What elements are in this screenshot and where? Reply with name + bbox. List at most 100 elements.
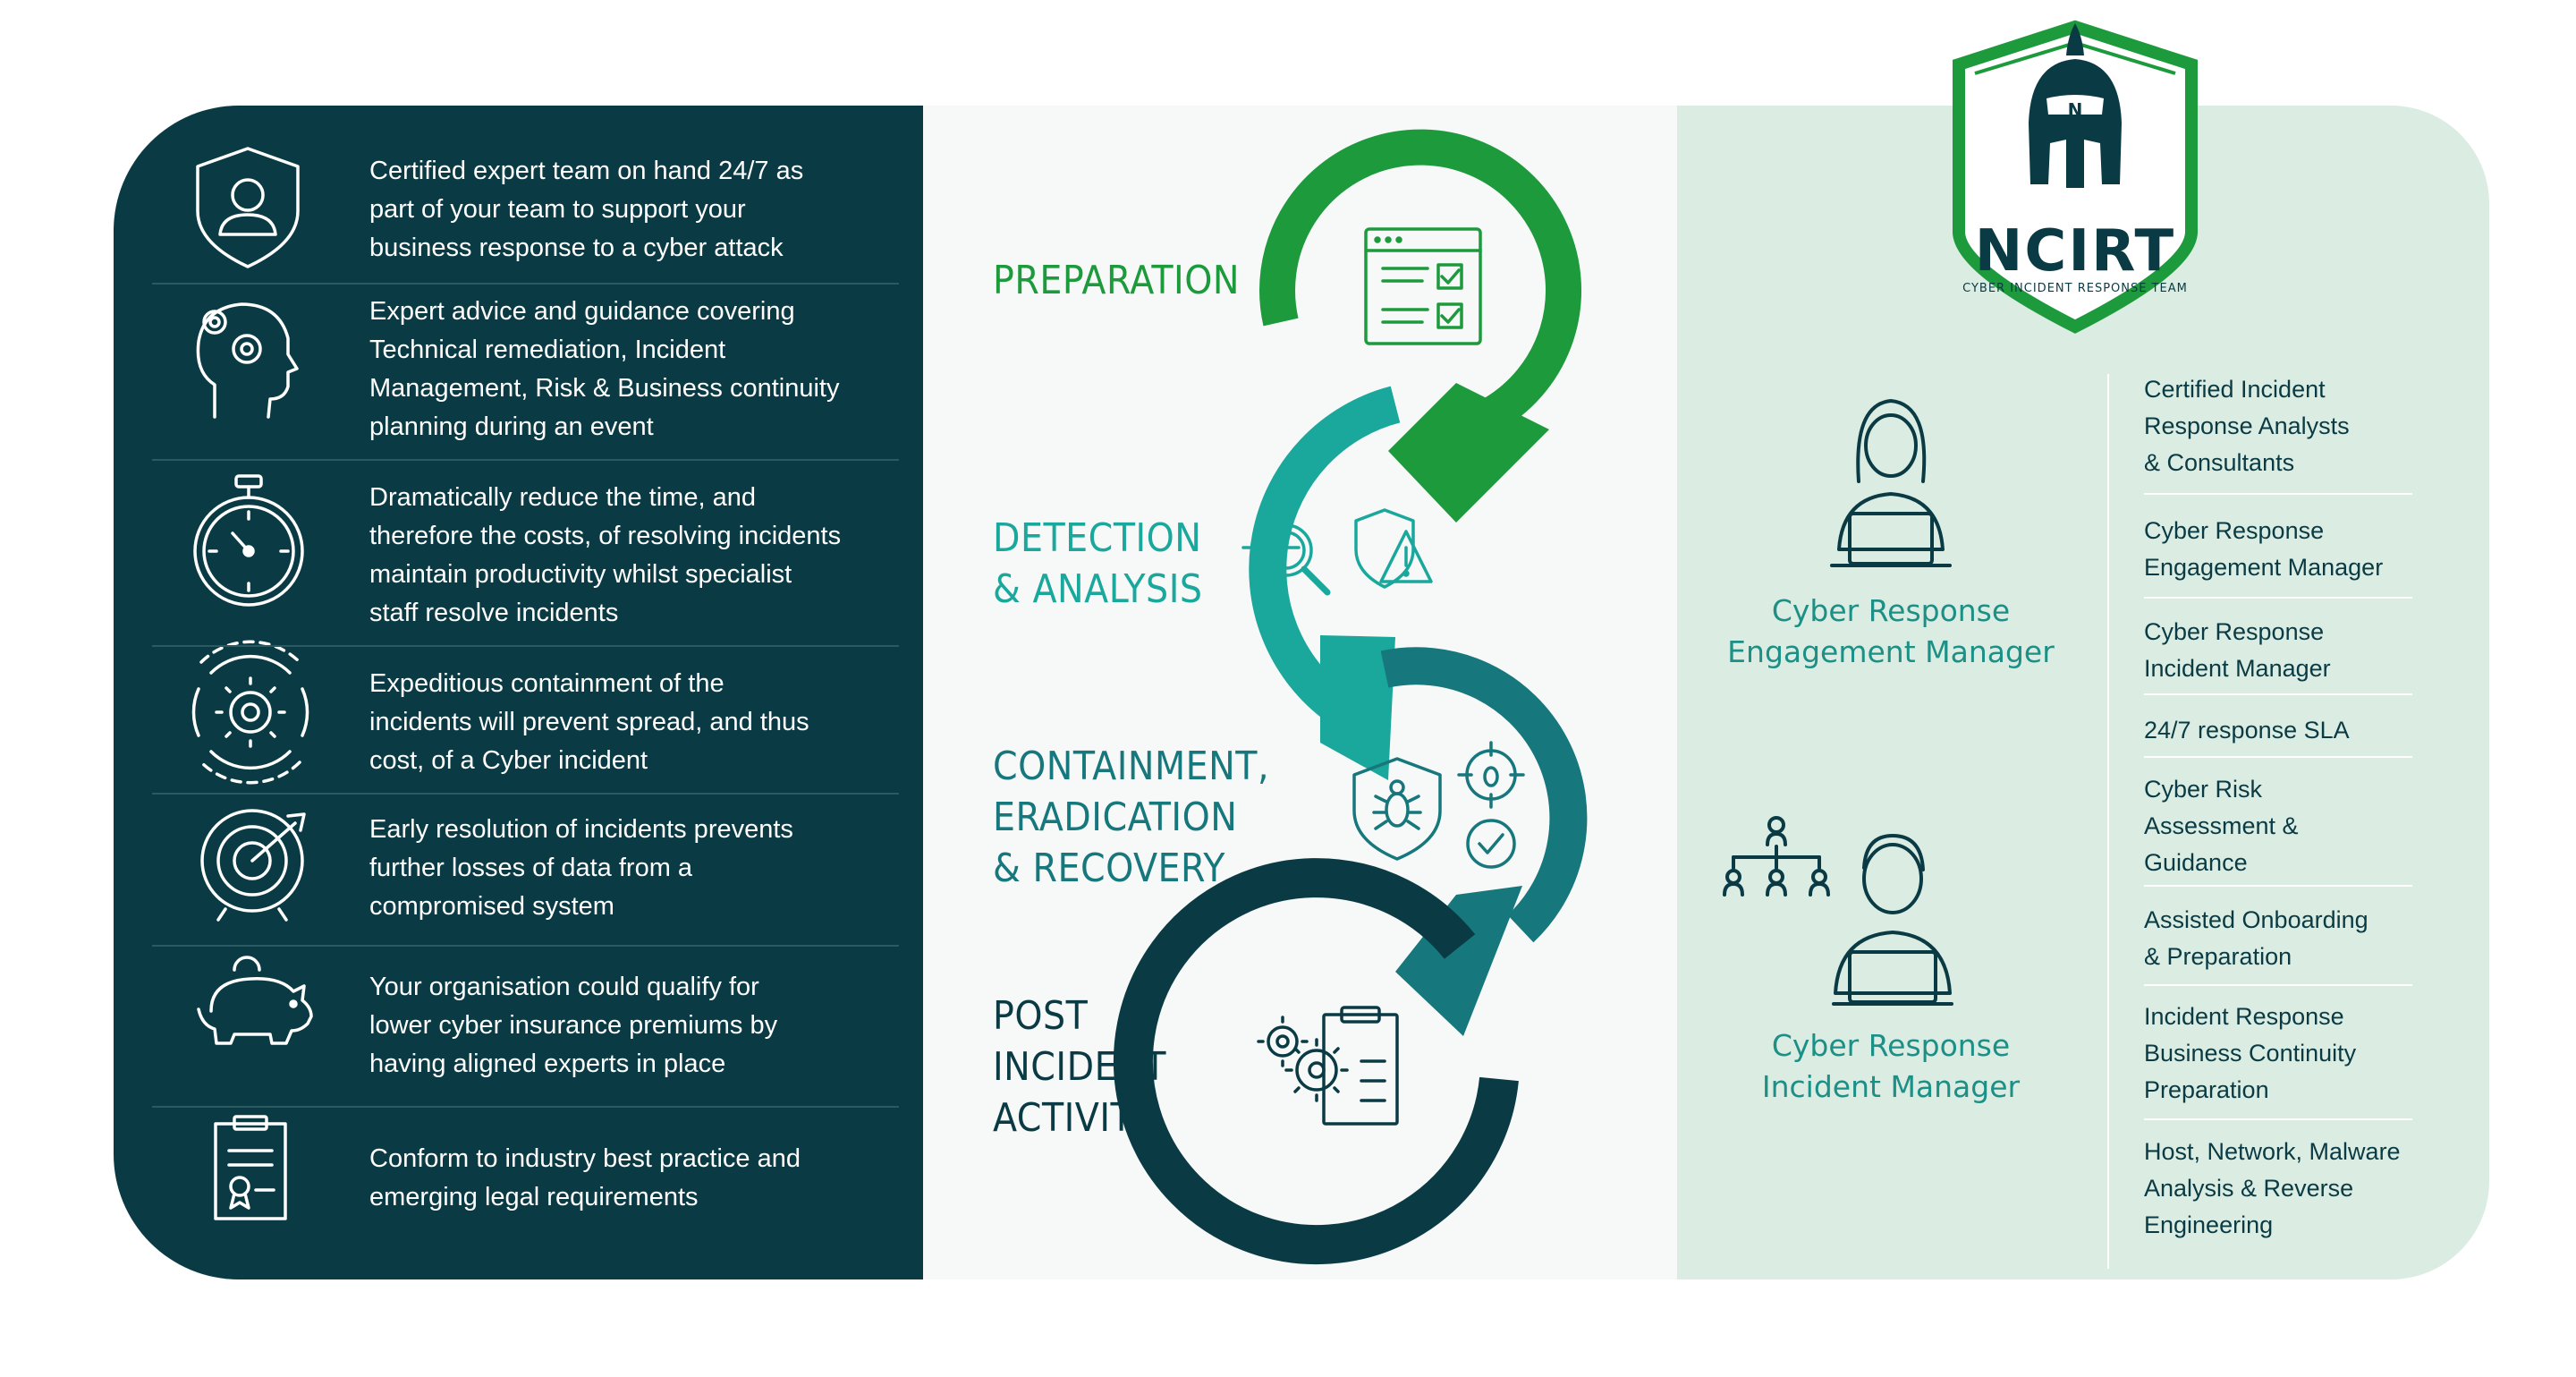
logo-tagline: CYBER INCIDENT RESPONSE TEAM [1962, 282, 2188, 295]
benefit-line: Your organisation could qualify for [369, 973, 759, 1001]
divider [2144, 756, 2412, 758]
divider [152, 459, 899, 461]
divider [2144, 885, 2412, 887]
service-line: Response Analysts [2144, 412, 2350, 439]
benefit-text: Expert advice and guidance covering Tech… [369, 293, 897, 446]
divider [152, 645, 899, 647]
containment-arrow [1380, 647, 1588, 1036]
services-divider [2107, 374, 2109, 1269]
role-label: Incident Manager [1761, 1069, 2021, 1104]
benefit-line: cost, of a Cyber incident [369, 746, 648, 775]
service-line: Incident Manager [2144, 655, 2331, 682]
target-arrow-icon [200, 809, 306, 922]
man-laptop-hierarchy-icon [1723, 816, 1953, 1006]
benefit-line: Certified expert team on hand 24/7 as [369, 157, 804, 185]
service-line: & Consultants [2144, 449, 2295, 476]
phase-label: DETECTION [993, 515, 1202, 561]
divider [2144, 1118, 2412, 1120]
benefit-line: Expeditious containment of the [369, 669, 724, 698]
phase-label: INCIDENT [993, 1044, 1166, 1090]
head-gears-icon [196, 302, 299, 419]
benefit-line: planning during an event [369, 412, 654, 441]
role-label: Cyber Response [1771, 1028, 2011, 1063]
benefit-text: Early resolution of incidents prevents f… [369, 811, 897, 926]
ncirt-logo: N NCIRT CYBER INCIDENT RESPONSE TEAM [1953, 20, 2198, 334]
service-item: Cyber Response Engagement Manager [2144, 513, 2412, 586]
service-line: Incident Response [2144, 1003, 2344, 1030]
service-line: Assisted Onboarding [2144, 906, 2368, 933]
benefit-line: therefore the costs, of resolving incide… [369, 522, 842, 550]
magnifier-alert-icon [1241, 508, 1433, 596]
service-line: & Preparation [2144, 943, 2292, 970]
benefit-line: Conform to industry best practice and [369, 1144, 801, 1173]
service-item: Cyber Risk Assessment & Guidance [2144, 771, 2412, 881]
benefit-line: Technical remediation, Incident [369, 336, 726, 364]
benefit-line: Expert advice and guidance covering [369, 297, 795, 326]
benefit-line: having aligned experts in place [369, 1050, 726, 1078]
phase-label: & ANALYSIS [993, 566, 1203, 612]
benefit-line: emerging legal requirements [369, 1183, 699, 1211]
containment-gear-icon [191, 640, 309, 785]
phase-containment: CONTAINMENT, ERADICATION & RECOVERY [993, 741, 1269, 894]
role-label: Engagement Manager [1727, 634, 2055, 669]
certificate-icon [214, 1115, 287, 1220]
logo-wordmark: NCIRT [1975, 218, 2175, 285]
divider [152, 945, 899, 947]
benefit-line: lower cyber insurance premiums by [369, 1011, 778, 1040]
service-line: Engineering [2144, 1211, 2274, 1238]
shield-user-icon [196, 147, 300, 268]
role-engagement-manager: Cyber Response Engagement Manager [1703, 591, 2079, 673]
service-item: 24/7 response SLA [2144, 712, 2412, 749]
divider [2144, 693, 2412, 695]
service-line: Cyber Response [2144, 618, 2325, 645]
detection-arrow [1249, 386, 1401, 780]
benefit-line: business response to a cyber attack [369, 234, 784, 262]
preparation-arrow [1259, 129, 1582, 523]
role-incident-manager: Cyber Response Incident Manager [1703, 1025, 2079, 1108]
divider [152, 793, 899, 795]
benefit-line: compromised system [369, 892, 614, 921]
stopwatch-icon [193, 474, 304, 607]
phase-label: ERADICATION [993, 795, 1238, 840]
post-incident-arrow [1114, 858, 1519, 1265]
benefit-line: staff resolve incidents [369, 599, 619, 627]
service-line: Host, Network, Malware [2144, 1138, 2401, 1165]
service-line: Assessment & [2144, 812, 2299, 839]
phase-label: POST [993, 993, 1089, 1039]
service-item: Assisted Onboarding & Preparation [2144, 902, 2412, 975]
phase-label: PREPARATION [993, 258, 1240, 303]
divider [2144, 597, 2412, 599]
service-line: Engagement Manager [2144, 554, 2384, 581]
service-line: Cyber Response [2144, 517, 2325, 544]
role-label: Cyber Response [1771, 593, 2011, 628]
service-line: Business Continuity [2144, 1040, 2357, 1067]
benefit-icons [191, 147, 313, 1220]
benefit-text: Dramatically reduce the time, and theref… [369, 479, 897, 633]
benefit-text: Expeditious containment of the incidents… [369, 665, 897, 780]
benefit-line: part of your team to support your [369, 195, 746, 224]
benefit-line: Early resolution of incidents prevents [369, 815, 793, 844]
checklist-window-icon [1364, 227, 1482, 345]
service-line: Preparation [2144, 1076, 2269, 1103]
benefit-line: further losses of data from a [369, 854, 693, 882]
divider [152, 1106, 899, 1108]
service-item: Certified Incident Response Analysts & C… [2144, 371, 2412, 481]
piggy-bank-icon [197, 956, 313, 1045]
logo-badge-letter: N [2068, 99, 2083, 121]
gears-clipboard-icon [1257, 1006, 1399, 1126]
service-item: Host, Network, Malware Analysis & Revers… [2144, 1134, 2412, 1244]
benefit-text: Your organisation could qualify for lowe… [369, 968, 897, 1084]
phase-label: CONTAINMENT, [993, 744, 1270, 789]
helmet-icon [2029, 23, 2122, 188]
divider [152, 283, 899, 285]
benefit-line: Dramatically reduce the time, and [369, 483, 756, 512]
shield-bug-icon [1352, 741, 1525, 869]
service-item: Cyber Response Incident Manager [2144, 614, 2412, 687]
phase-label: ACTIVITY [993, 1095, 1155, 1141]
service-line: 24/7 response SLA [2144, 717, 2350, 744]
benefit-line: incidents will prevent spread, and thus [369, 708, 809, 736]
phase-detection: DETECTION & ANALYSIS [993, 513, 1203, 615]
service-line: Guidance [2144, 849, 2248, 876]
